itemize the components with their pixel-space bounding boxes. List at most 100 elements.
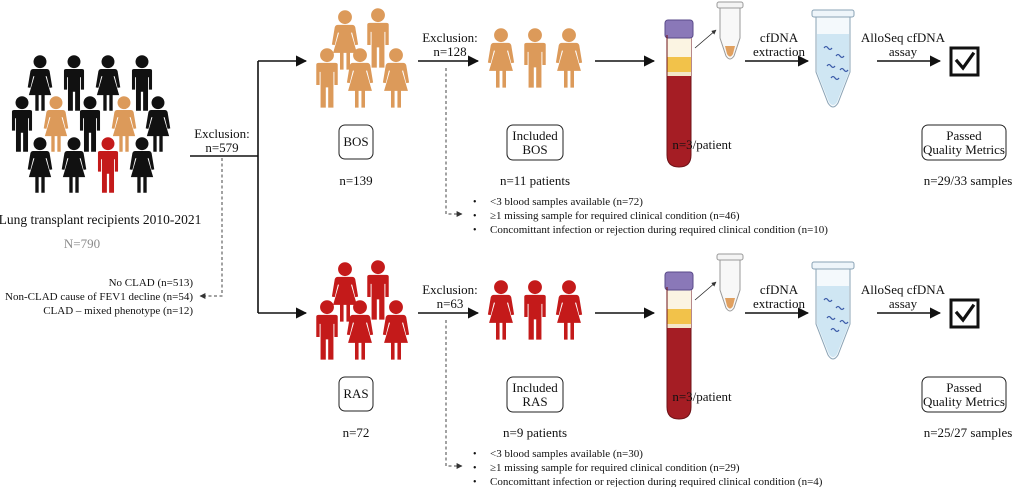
exclusion-count: n=128 [433, 44, 466, 59]
cohort-people-grid [11, 55, 171, 193]
passed-label: Passed [946, 380, 982, 395]
included-label: RAS [522, 394, 547, 409]
cohort-label: Lung transplant recipients 2010-2021 [0, 212, 201, 227]
samples-per-patient: n=3/patient [672, 137, 732, 152]
person-icon [27, 137, 53, 193]
person-icon [487, 28, 515, 88]
passed-box [921, 376, 1007, 413]
person-icon [346, 300, 374, 360]
person-icon [346, 48, 374, 108]
person-icon [43, 96, 69, 152]
exclusion-reason: ≥1 missing sample for required clinical … [490, 462, 740, 474]
included-count: n=9 patients [503, 425, 567, 440]
checkbox-icon [949, 46, 980, 77]
exclusion-reason: Concomittant infection or rejection duri… [490, 476, 823, 487]
person-icon [316, 48, 338, 108]
included-people [487, 28, 583, 88]
exclusion-label: Exclusion: [422, 30, 478, 45]
person-icon [111, 96, 137, 152]
group-people [316, 260, 410, 360]
person-icon [367, 8, 389, 68]
extraction-label: extraction [753, 44, 805, 59]
person-icon [27, 55, 53, 111]
passed-label: Passed [946, 128, 982, 143]
exclusion-dashed-arrow [445, 320, 463, 469]
passed-count: n=29/33 samples [924, 173, 1013, 188]
person-icon [129, 137, 155, 193]
first-exclusion-n: n=579 [205, 140, 238, 155]
first-exclusion-reason: No CLAD (n=513) [109, 277, 194, 289]
group-box [338, 124, 374, 160]
passed-label: Quality Metrics [923, 142, 1005, 157]
extraction-label: cfDNA [760, 30, 799, 45]
assay-label: assay [889, 44, 918, 59]
person-icon [95, 55, 121, 111]
group-label: RAS [343, 386, 368, 401]
group-count: n=139 [339, 173, 372, 188]
person-icon [382, 48, 410, 108]
eppendorf-tube-icon [694, 1, 744, 60]
assay-label: AlloSeq cfDNA [861, 30, 946, 45]
included-count: n=11 patients [500, 173, 570, 188]
person-icon [331, 10, 359, 70]
exclusion-count: n=63 [437, 296, 464, 311]
exclusion-reason: <3 blood samples available (n=30) [490, 448, 643, 460]
person-icon [524, 28, 546, 88]
included-label: Included [512, 380, 558, 395]
included-label: BOS [522, 142, 547, 157]
first-exclusion-reason: CLAD – mixed phenotype (n=12) [43, 305, 193, 317]
person-icon [63, 55, 85, 111]
included-box [506, 376, 564, 413]
blood-tube-icon [664, 271, 694, 420]
eppendorf-tube-icon [694, 253, 744, 312]
dna-tube-icon [811, 9, 855, 108]
group-count: n=72 [343, 425, 370, 440]
extraction-label: extraction [753, 296, 805, 311]
assay-label: AlloSeq cfDNA [861, 282, 946, 297]
exclusion-label: Exclusion: [422, 282, 478, 297]
exclusion-reason: ≥1 missing sample for required clinical … [490, 210, 740, 222]
person-icon [11, 96, 33, 152]
bullet: • [473, 211, 477, 222]
person-icon [487, 280, 515, 340]
person-icon [382, 300, 410, 360]
person-icon [79, 96, 101, 152]
group-box [338, 376, 374, 412]
group-label: BOS [343, 134, 368, 149]
passed-label: Quality Metrics [923, 394, 1005, 409]
included-people [487, 280, 583, 340]
person-icon [331, 262, 359, 322]
first-exclusion-dashed-arrow [199, 158, 223, 299]
person-icon [555, 280, 583, 340]
checkbox-icon [949, 298, 980, 329]
group-people [316, 8, 410, 108]
included-label: Included [512, 128, 558, 143]
first-exclusion-label: Exclusion: [194, 126, 250, 141]
exclusion-dashed-arrow [445, 68, 463, 217]
exclusion-reason: <3 blood samples available (n=72) [490, 196, 643, 208]
extraction-label: cfDNA [760, 282, 799, 297]
first-exclusion-reason: Non-CLAD cause of FEV1 decline (n=54) [5, 291, 193, 303]
bullet: • [473, 197, 477, 208]
passed-count: n=25/27 samples [924, 425, 1013, 440]
person-icon [367, 260, 389, 320]
bullet: • [473, 449, 477, 460]
bullet: • [473, 477, 477, 487]
blood-tube-icon [664, 19, 694, 168]
person-icon [61, 137, 87, 193]
person-icon [524, 280, 546, 340]
person-icon [555, 28, 583, 88]
assay-label: assay [889, 296, 918, 311]
exclusion-reason: Concomittant infection or rejection duri… [490, 224, 828, 236]
bullet: • [473, 225, 477, 236]
person-icon [316, 300, 338, 360]
person-icon [131, 55, 153, 111]
bullet: • [473, 463, 477, 474]
included-box [506, 124, 564, 161]
samples-per-patient: n=3/patient [672, 389, 732, 404]
cohort-total: N=790 [64, 236, 100, 251]
passed-box [921, 124, 1007, 161]
